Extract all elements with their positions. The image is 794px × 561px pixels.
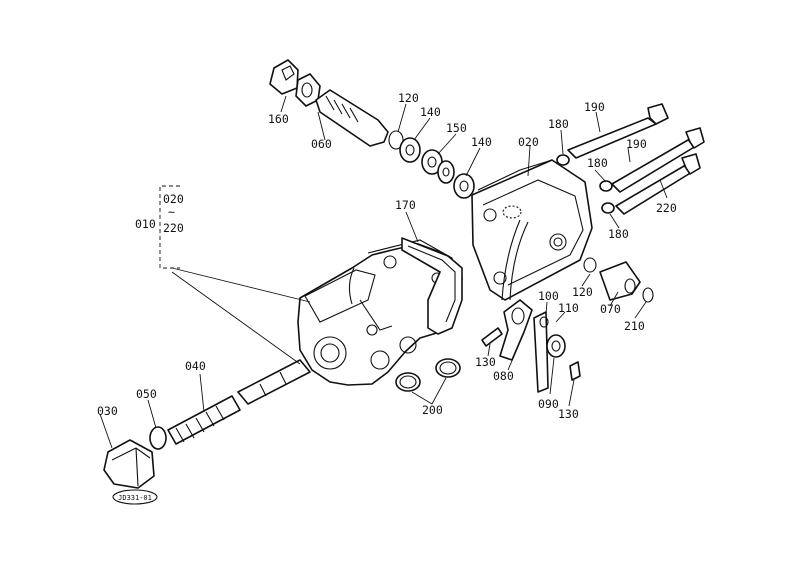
group-bracket <box>159 185 180 269</box>
callout-140-right: 140 <box>471 135 492 149</box>
o-rings <box>395 358 461 392</box>
adjust-stack <box>269 59 475 199</box>
callout-060: 060 <box>311 137 332 151</box>
cover-housing <box>471 159 593 301</box>
callout-190-mid: 190 <box>626 137 647 151</box>
group-tilde: ~ <box>168 205 175 219</box>
lever-assembly <box>481 299 581 393</box>
callout-labels: 010 020 ~ 220 030 040 050 060 070 080 09… <box>97 91 677 421</box>
drawing-ref-stamp: JD331-01 <box>112 489 158 505</box>
callout-120-top: 120 <box>398 91 419 105</box>
callout-070: 070 <box>600 302 621 316</box>
callout-020-cover: 020 <box>518 135 539 149</box>
callout-120-right: 120 <box>572 285 593 299</box>
callout-190-top: 190 <box>584 100 605 114</box>
callout-110: 110 <box>558 301 579 315</box>
callout-140-left: 140 <box>420 105 441 119</box>
callout-090: 090 <box>538 397 559 411</box>
callout-080: 080 <box>493 369 514 383</box>
shaft-assembly <box>583 257 654 303</box>
callout-130-right: 130 <box>558 407 579 421</box>
drawing-ref-text: JD331-01 <box>118 494 152 502</box>
spool-spring-plug <box>103 359 311 489</box>
callout-210: 210 <box>624 319 645 333</box>
bolts <box>556 103 705 215</box>
callout-180-low: 180 <box>608 227 629 241</box>
callout-010: 010 <box>135 217 156 231</box>
valve-body <box>297 239 463 386</box>
callout-020: 020 <box>163 192 184 206</box>
callout-150: 150 <box>446 121 467 135</box>
callout-220-bolt: 220 <box>656 201 677 215</box>
callout-180-top: 180 <box>548 117 569 131</box>
callout-160: 160 <box>268 112 289 126</box>
callout-050: 050 <box>136 387 157 401</box>
callout-180-mid: 180 <box>587 156 608 170</box>
callout-030: 030 <box>97 404 118 418</box>
callout-220: 220 <box>163 221 184 235</box>
callout-170: 170 <box>395 198 416 212</box>
gasket <box>401 237 463 335</box>
callout-100: 100 <box>538 289 559 303</box>
leader-lines <box>99 95 668 449</box>
callout-130-left: 130 <box>475 355 496 369</box>
callout-040: 040 <box>185 359 206 373</box>
callout-200: 200 <box>422 403 443 417</box>
